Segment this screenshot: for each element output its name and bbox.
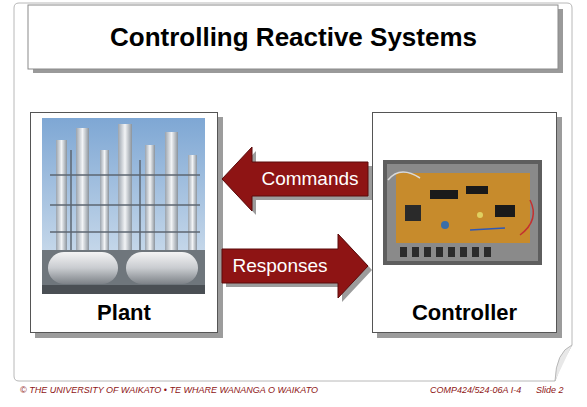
plant-photo	[42, 118, 205, 294]
picture-box: Plant	[30, 112, 218, 333]
controller-photo	[383, 160, 542, 265]
box-label: Controller	[373, 300, 556, 326]
footer-text: Slide 2	[536, 385, 564, 395]
arrow-label: Commands	[259, 168, 360, 190]
arrow-label: Responses	[230, 255, 329, 277]
block-arrow	[222, 147, 368, 211]
slide-frame	[14, 3, 572, 381]
box-shadows	[30, 112, 562, 338]
picture-box: Controller	[372, 112, 557, 333]
block-arrow	[222, 234, 368, 298]
footer-text: © THE UNIVERSITY OF WAIKATO • TE WHARE W…	[20, 385, 318, 395]
slide-title: Controlling Reactive Systems	[30, 22, 557, 53]
footer-text: COMP424/524-06A I-4	[430, 385, 521, 395]
box-label: Plant	[31, 300, 217, 326]
